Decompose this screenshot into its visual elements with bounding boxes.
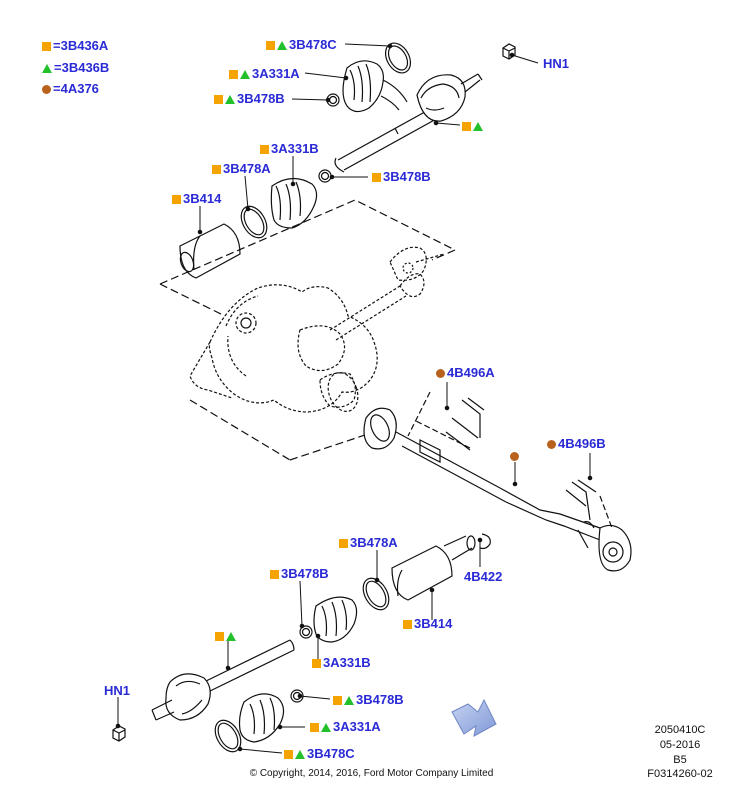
square-symbol-icon xyxy=(462,122,471,131)
square-symbol-icon xyxy=(172,195,181,204)
square-symbol-icon xyxy=(333,696,342,705)
callout-text: 3A331B xyxy=(271,141,319,156)
triangle-symbol-icon xyxy=(295,750,305,759)
square-symbol-icon xyxy=(339,539,348,548)
square-symbol-icon xyxy=(270,570,279,579)
callout-4b496a: 4B496A xyxy=(436,366,495,380)
square-symbol-icon xyxy=(372,173,381,182)
dot-symbol-icon xyxy=(510,452,519,461)
callout-text: 3B478B xyxy=(383,169,431,184)
callout-text: 4B496A xyxy=(447,365,495,380)
callout-text: HN1 xyxy=(104,683,131,698)
legend-item-dot: =4A376 xyxy=(42,82,99,96)
triangle-symbol-icon xyxy=(225,95,235,104)
callout-3b478b-bottom: 3B478B xyxy=(333,693,404,707)
callout-3a331b-lower: 3A331B xyxy=(312,656,371,670)
triangle-symbol-icon xyxy=(277,41,287,50)
legend-item-triangle: =3B436B xyxy=(42,61,109,75)
callout-3b414-lower: 3B414 xyxy=(403,617,452,631)
legend-item-square: =3B436A xyxy=(42,39,108,53)
callout-text: HN1 xyxy=(543,56,570,71)
triangle-symbol-icon xyxy=(226,632,236,641)
square-symbol-icon xyxy=(284,750,293,759)
callout-text: 3B478C xyxy=(307,746,355,761)
callout-shaft-symbols-lower xyxy=(215,629,238,643)
callout-3b478c-top: 3B478C xyxy=(266,38,337,52)
square-symbol-icon xyxy=(229,70,238,79)
callout-text: 3B478A xyxy=(350,535,398,550)
callout-text: 3B478B xyxy=(356,692,404,707)
callout-3a331a-top: 3A331A xyxy=(229,67,300,81)
callout-3b478b-top: 3B478B xyxy=(214,92,285,106)
callout-text: 3A331A xyxy=(252,66,300,81)
square-symbol-icon xyxy=(212,165,221,174)
copyright-text: © Copyright, 2014, 2016, Ford Motor Comp… xyxy=(249,768,494,779)
dot-symbol-icon xyxy=(436,369,445,378)
callout-4b422: 4B422 xyxy=(464,570,502,584)
callout-3b478b-lower: 3B478B xyxy=(270,567,329,581)
callout-text: 3B478B xyxy=(237,91,285,106)
callout-3b478a-upper: 3B478A xyxy=(212,162,271,176)
leader-lines xyxy=(115,43,593,754)
legend-text: =3B436A xyxy=(53,38,109,53)
square-symbol-icon xyxy=(214,95,223,104)
callout-3a331b-upper: 3A331B xyxy=(260,142,319,156)
square-symbol-icon xyxy=(266,41,275,50)
callout-3b478b-upper: 3B478B xyxy=(372,170,431,184)
square-symbol-icon xyxy=(215,632,224,641)
callout-text: 4B496B xyxy=(558,436,606,451)
propshaft xyxy=(363,391,632,572)
callout-shaft-symbols-top xyxy=(462,119,485,133)
upper-halfshaft xyxy=(159,42,516,317)
callout-hn1-bottom: HN1 xyxy=(104,684,130,698)
callout-hn1-top: HN1 xyxy=(543,57,569,71)
dot-symbol-icon xyxy=(42,85,51,94)
triangle-symbol-icon xyxy=(240,70,250,79)
callout-3b478c-bottom: 3B478C xyxy=(284,747,355,761)
square-symbol-icon xyxy=(42,42,51,51)
triangle-symbol-icon xyxy=(42,64,52,73)
triangle-symbol-icon xyxy=(321,723,331,732)
callout-3b478a-lower: 3B478A xyxy=(339,536,398,550)
callout-4b496b: 4B496B xyxy=(547,437,606,451)
callout-text: 3A331B xyxy=(323,655,371,670)
callout-text: 3B478B xyxy=(281,566,329,581)
callout-text: 3B414 xyxy=(183,191,222,206)
dot-symbol-icon xyxy=(547,440,556,449)
callout-text: 3A331A xyxy=(333,719,381,734)
drawing-code: 2050410C xyxy=(654,724,706,736)
square-symbol-icon xyxy=(312,659,321,668)
lower-halfshaft xyxy=(112,533,491,753)
legend-text: =3B436B xyxy=(54,60,110,75)
square-symbol-icon xyxy=(260,145,269,154)
drawing-revision: B5 xyxy=(673,754,687,766)
differential-housing xyxy=(189,246,456,461)
figure-number: F0314260-02 xyxy=(647,768,713,780)
drawing-date: 05-2016 xyxy=(659,739,701,751)
square-symbol-icon xyxy=(403,620,412,629)
callout-text: 4B422 xyxy=(464,569,503,584)
callout-3a331a-bottom: 3A331A xyxy=(310,720,381,734)
direction-arrow xyxy=(451,698,497,737)
callout-text: 3B478C xyxy=(289,37,337,52)
square-symbol-icon xyxy=(310,723,319,732)
triangle-symbol-icon xyxy=(473,122,483,131)
callout-3b414-upper: 3B414 xyxy=(172,192,221,206)
triangle-symbol-icon xyxy=(344,696,354,705)
callout-propshaft-dot xyxy=(510,449,521,463)
callout-text: 3B414 xyxy=(414,616,453,631)
callout-text: 3B478A xyxy=(223,161,271,176)
legend-text: =4A376 xyxy=(53,81,99,96)
